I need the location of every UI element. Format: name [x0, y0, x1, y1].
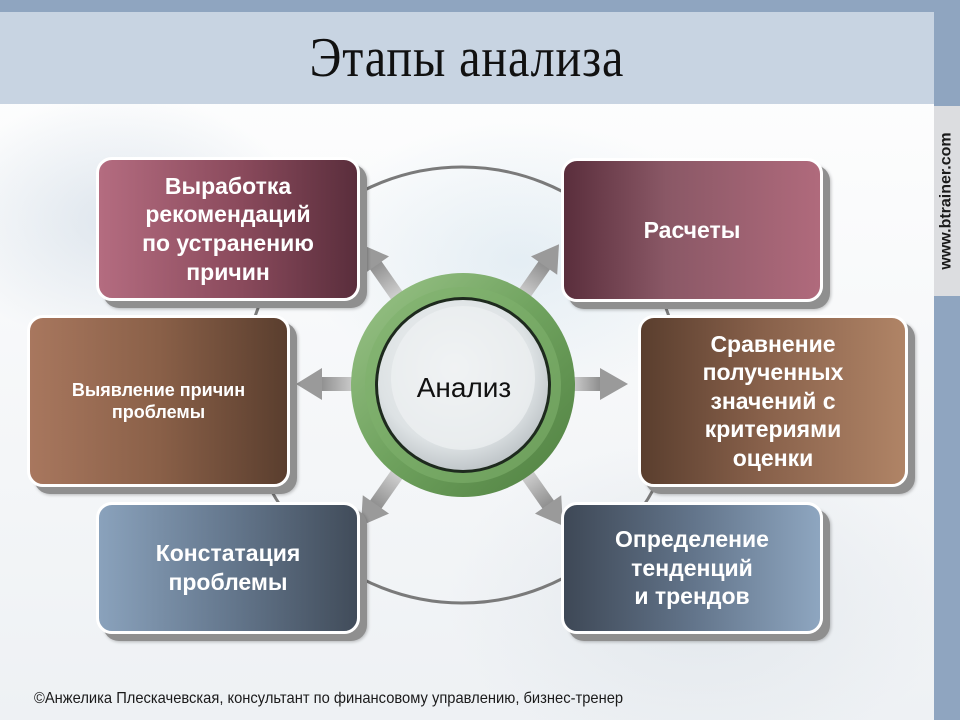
stage-recommendations: Выработка рекомендаций по устранению при…	[96, 157, 360, 301]
stage-label: Выработка рекомендаций по устранению при…	[142, 172, 314, 285]
stage-comparison: Сравнение полученных значений с критерия…	[638, 315, 908, 487]
copyright-footer: ©Анжелика Плескачевская, консультант по …	[34, 690, 624, 707]
stage-label: Расчеты	[643, 216, 741, 243]
brand-tab: www.btrainer.com	[934, 106, 960, 296]
stage-calculations: Расчеты	[561, 158, 823, 302]
stage-label: Сравнение полученных значений с критерия…	[702, 330, 844, 471]
stage-label: Определение тенденций и трендов	[615, 526, 769, 610]
center-label: Анализ	[416, 372, 512, 403]
arrow-down-left-icon	[360, 465, 406, 526]
arrow-right-icon	[568, 368, 628, 400]
arrow-up-left-icon	[360, 244, 406, 305]
stage-label: Констатация проблемы	[155, 540, 301, 595]
center-hub	[351, 273, 575, 497]
arrow-down-right-icon	[518, 465, 564, 526]
title-bar: Этапы анализа	[0, 12, 934, 104]
slide-title: Этапы анализа	[309, 27, 625, 89]
stage-label: Выявление причин проблемы	[71, 379, 246, 422]
top-frame-band	[0, 0, 960, 12]
stage-problem-statement: Констатация проблемы	[96, 502, 360, 634]
stage-causes: Выявление причин проблемы	[27, 315, 290, 487]
arrow-left-icon	[296, 368, 360, 400]
stage-trends: Определение тенденций и трендов	[561, 502, 823, 634]
